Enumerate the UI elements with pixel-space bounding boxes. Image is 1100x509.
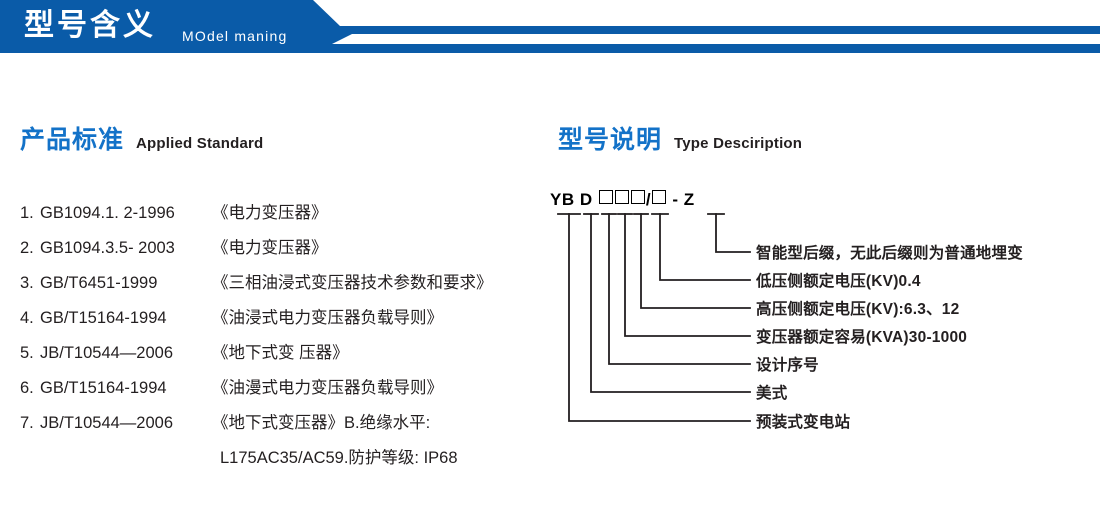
code-segment-slash: / [645,190,652,209]
list-item-code: JB/T10544—2006 [40,344,174,362]
banner-shape [0,0,1100,53]
code-segment-z: Z [683,190,695,209]
list-item: 2. GB1094.3.5- 2003 《电力变压器》 [20,231,550,266]
code-segment-d: D [579,190,593,209]
list-item-index: 7. [20,414,34,432]
type-code-diagram: YB D / - Z 智能型后 [550,190,1095,440]
code-segment-dash: - [672,190,679,209]
list-item-code: GB1094.3.5- 2003 [40,239,175,257]
list-item-index: 6. [20,379,34,397]
list-item-index: 2. [20,239,34,257]
callout-label-prefab-substation: 预装式变电站 [756,414,851,431]
list-item-name: 《三相油浸式变压器技术参数和要求》 [212,274,493,292]
code-box-1 [598,190,613,204]
callout-label-smart-suffix: 智能型后缀，无此后缀则为普通地埋变 [756,245,1023,262]
callout-label-american-style: 美式 [756,385,788,402]
list-item-code: GB1094.1. 2-1996 [40,204,175,222]
page-header-banner: 型号含义 MOdel maning [0,0,1100,53]
standards-heading-cn: 产品标准 [20,126,125,154]
callout-label-lv-rated-voltage: 低压侧额定电压(KV)0.4 [756,273,921,290]
banner-title: 型号含义 [24,9,156,42]
type-description-heading-en: Type Desciription [674,135,803,152]
callout-label-rated-capacity: 变压器额定容易(KVA)30-1000 [756,329,968,346]
type-description-heading-cn: 型号说明 [558,126,663,154]
callout-leader-lines [557,213,751,422]
list-item: 5. JB/T10544—2006 《地下式变 压器》 [20,336,550,371]
standards-list: 1. GB1094.1. 2-1996 《电力变压器》 2. GB1094.3.5- … [20,196,550,476]
code-box-3 [630,190,645,204]
list-item: 4. GB/T15164-1994 《油浸式电力变压器负载导则》 [20,301,550,336]
callout-label-design-serial: 设计序号 [756,357,819,374]
list-item: 1. GB1094.1. 2-1996 《电力变压器》 [20,196,550,231]
list-item-index: 5. [20,344,34,362]
code-segment-yb: YB [550,190,575,209]
list-item: 7. JB/T10544—2006 《地下式变压器》B.绝缘水平: [20,406,550,441]
list-item-name: 《油漫式电力变压器负载导则》 [212,379,443,397]
list-item-index: 3. [20,274,34,292]
list-item-code: GB/T15164-1994 [40,309,167,327]
list-item-name: 《电力变压器》 [212,204,328,222]
list-item-name: 《地下式变 压器》 [212,344,349,362]
list-item-name: 《油浸式电力变压器负载导则》 [212,309,443,327]
list-item-code: JB/T10544—2006 [40,414,174,432]
list-item-code: GB/T6451-1999 [40,274,158,292]
list-item-index: 1. [20,204,34,222]
list-item-code: GB/T15164-1994 [40,379,167,397]
list-item-index: 4. [20,309,34,327]
code-box-2 [614,190,629,204]
code-box-4 [652,190,667,204]
list-item-name: 《电力变压器》 [212,239,328,257]
list-item-continuation: L175AC35/AC59.防护等级: IP68 [220,449,458,467]
banner-subtitle: MOdel maning [182,28,288,44]
list-item: 3. GB/T6451-1999 《三相油浸式变压器技术参数和要求》 [20,266,550,301]
callout-label-hv-rated-voltage: 高压侧额定电压(KV):6.3、12 [756,301,960,318]
list-item: 6. GB/T15164-1994 《油漫式电力变压器负载导则》 [20,371,550,406]
standards-heading-en: Applied Standard [136,135,264,152]
list-item-name: 《地下式变压器》B.绝缘水平: [212,414,431,432]
standards-section-heading: 产品标准 Applied Standard [20,120,263,156]
type-description-section-heading: 型号说明 Type Desciription [558,120,802,156]
type-code-string: YB D / - Z [550,190,695,216]
